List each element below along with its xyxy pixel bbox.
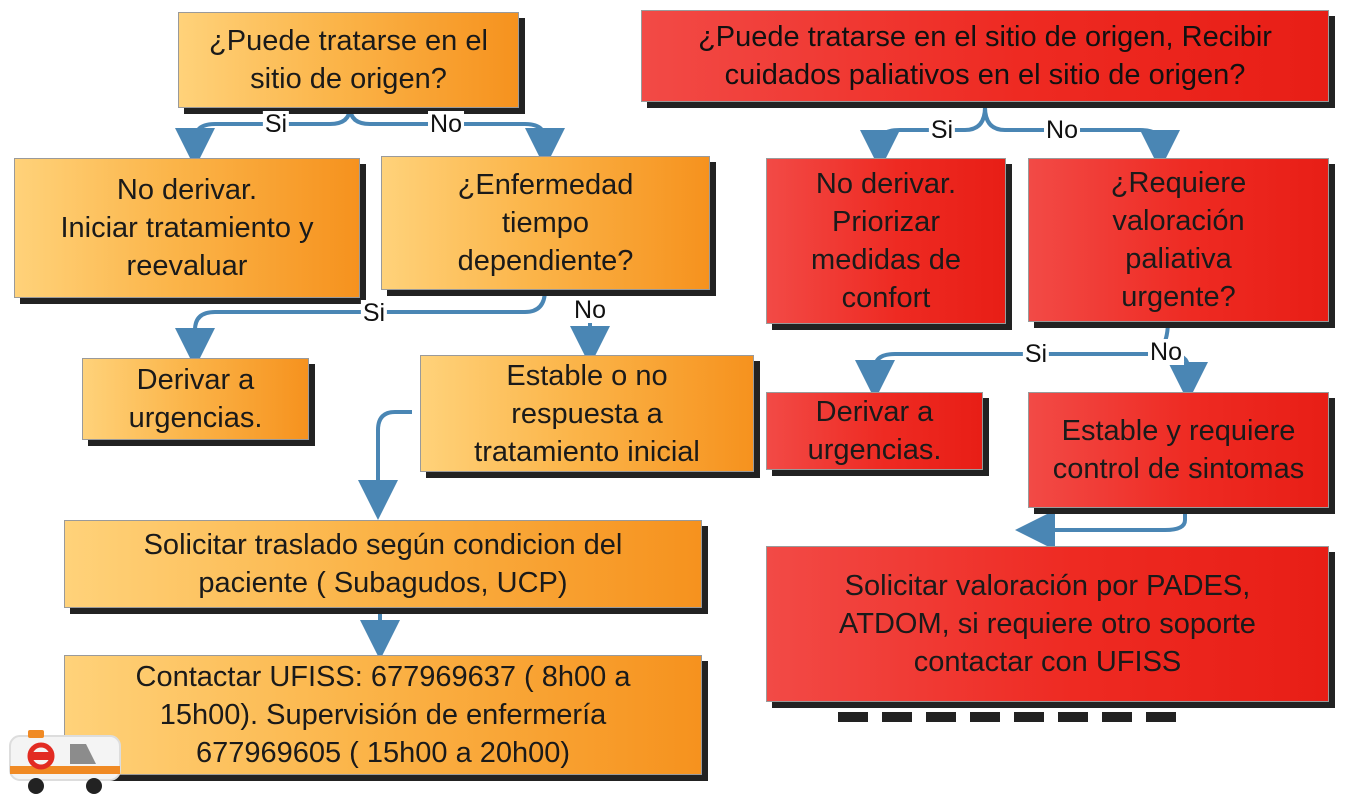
ambulance-icon — [9, 730, 121, 794]
right-no2-label: No — [1148, 338, 1184, 366]
left-yes-label: Si — [262, 110, 290, 138]
left-contactar-ufiss-box: Contactar UFISS: 677969637 ( 8h00 a 15h0… — [64, 655, 702, 775]
right-no-label: No — [1044, 116, 1080, 144]
right-no-derivar-box: No derivar. Priorizar medidas de confort — [766, 158, 1006, 324]
right-derivar-urgencias-box: Derivar a urgencias. — [766, 392, 983, 470]
connector-estable-solicitar — [358, 410, 412, 520]
left-question-origin: ¿Puede tratarse en el sitio de origen? — [178, 12, 519, 108]
left-no-derivar-box: No derivar. Iniciar tratamiento y reeval… — [14, 158, 360, 298]
right-question-urgent-palliative: ¿Requiere valoración paliativa urgente? — [1028, 158, 1329, 322]
right-estable-box: Estable y requiere control de sintomas — [1028, 392, 1329, 508]
left-no-label: No — [428, 110, 464, 138]
left-derivar-urgencias-box: Derivar a urgencias. — [82, 358, 309, 440]
right-question-origin: ¿Puede tratarse en el sitio de origen, R… — [641, 10, 1329, 102]
left-question-time-dependent: ¿Enfermedad tiempo dependiente? — [381, 156, 710, 290]
connector-right-estable-solicitar — [1015, 505, 1187, 550]
connector-left-q1-yes — [175, 106, 352, 168]
left-estable-box: Estable o no respuesta a tratamiento ini… — [420, 355, 754, 472]
connector-right-q1-no — [983, 106, 1180, 170]
right-yes-label: Si — [928, 116, 956, 144]
connector-right-q2-yes — [855, 319, 1170, 400]
connector-left-q2-yes — [175, 289, 547, 368]
right-yes2-label: Si — [1022, 340, 1050, 368]
connector-right-q1-yes — [860, 106, 987, 170]
left-solicitar-traslado-box: Solicitar traslado según condicion del p… — [64, 520, 702, 608]
connector-left-q1-no — [348, 106, 565, 168]
left-no2-label: No — [572, 296, 608, 324]
right-solicitar-pades-box: Solicitar valoración por PADES, ATDOM, s… — [766, 546, 1329, 702]
left-yes2-label: Si — [360, 299, 388, 327]
cut-off-text-fragment — [838, 712, 1178, 722]
